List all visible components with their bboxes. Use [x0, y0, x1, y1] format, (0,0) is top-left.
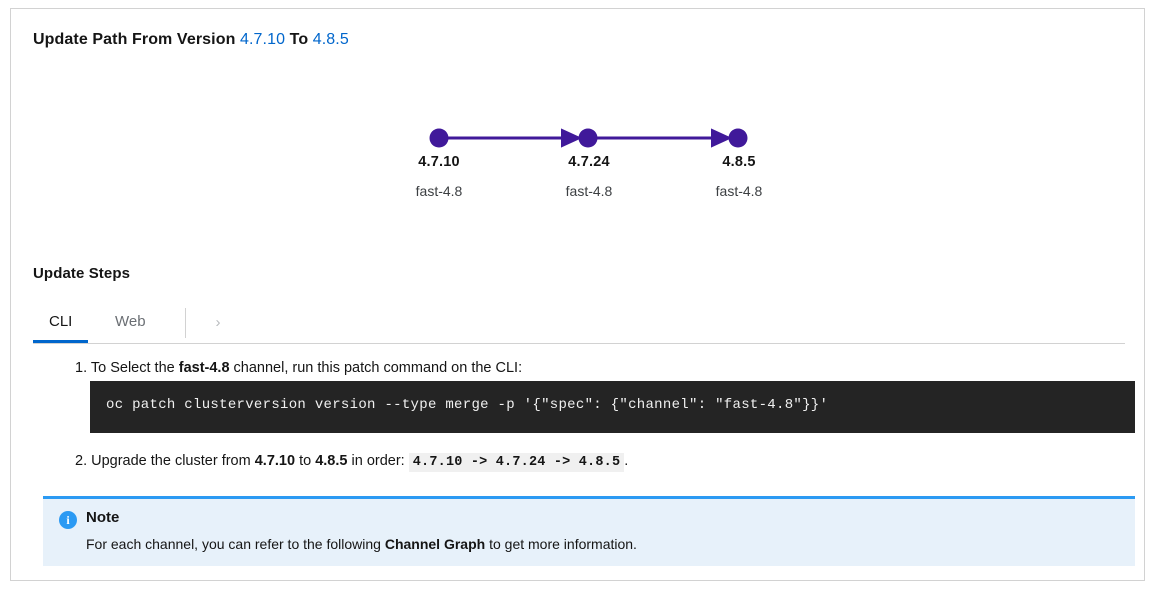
note-body: For each channel, you can refer to the f…	[86, 536, 637, 552]
page-title: Update Path From Version 4.7.10 To 4.8.5	[33, 31, 349, 49]
note-text-after: to get more information.	[489, 536, 637, 552]
step-2-text-after: in order:	[351, 453, 405, 469]
update-path-card: Update Path From Version 4.7.10 To 4.8.5…	[10, 8, 1145, 581]
step-1-text-before: To Select the	[90, 360, 175, 376]
to-version-link[interactable]: 4.8.5	[312, 31, 349, 48]
note-text-before: For each channel, you can refer to the f…	[86, 536, 381, 552]
update-steps-heading: Update Steps	[33, 265, 131, 282]
graph-node-label-1: 4.7.24 fast-4.8	[529, 154, 649, 199]
patch-command-codeblock[interactable]: oc patch clusterversion version --type m…	[90, 381, 1135, 433]
step-2-text-before: Upgrade the cluster from	[91, 453, 251, 469]
update-path-graph: 4.7.10 fast-4.8 4.7.24 fast-4.8 4.8.5 fa…	[401, 114, 781, 214]
tab-web[interactable]: Web	[115, 313, 146, 330]
step-2-text-mid: to	[299, 453, 312, 469]
step-1-text-after: channel, run this patch command on the C…	[233, 360, 523, 376]
tab-divider	[185, 308, 186, 338]
step-1: 1. To Select the fast-4.8 channel, run t…	[75, 360, 522, 376]
node-channel: fast-4.8	[715, 183, 763, 199]
step-1-number: 1.	[75, 360, 88, 376]
page-title-prefix: Update Path From Version	[33, 31, 236, 48]
patch-command-text: oc patch clusterversion version --type m…	[106, 397, 829, 413]
step-2-to-version: 4.8.5	[315, 453, 348, 469]
tab-cli[interactable]: CLI	[33, 304, 89, 343]
graph-node-4724	[578, 128, 598, 148]
step-2-trailing: .	[624, 453, 629, 469]
note-title: Note	[86, 509, 120, 526]
step-2: 2. Upgrade the cluster from 4.7.10 to 4.…	[75, 453, 629, 472]
node-version: 4.7.24	[568, 154, 610, 170]
update-steps-tabs: CLI Web ›	[33, 304, 1125, 344]
step-2-order-code: 4.7.10 -> 4.7.24 -> 4.8.5	[408, 453, 625, 472]
graph-node-label-0: 4.7.10 fast-4.8	[379, 154, 499, 199]
step-2-from-version: 4.7.10	[254, 453, 296, 469]
graph-node-4710	[429, 128, 449, 148]
step-1-channel: fast-4.8	[178, 360, 230, 376]
chevron-right-icon[interactable]: ›	[215, 314, 221, 331]
update-path-svg	[429, 128, 748, 148]
node-channel: fast-4.8	[565, 183, 613, 199]
note-link-channel-graph[interactable]: Channel Graph	[384, 536, 486, 552]
from-version-link[interactable]: 4.7.10	[240, 31, 286, 48]
page-title-to: To	[289, 31, 309, 48]
note-alert: i Note For each channel, you can refer t…	[43, 496, 1135, 566]
step-2-number: 2.	[75, 453, 88, 469]
node-version: 4.7.10	[418, 154, 460, 170]
node-channel: fast-4.8	[415, 183, 463, 199]
graph-node-485	[728, 128, 748, 148]
info-icon: i	[59, 511, 77, 529]
node-version: 4.8.5	[722, 154, 756, 170]
graph-node-label-2: 4.8.5 fast-4.8	[679, 154, 799, 199]
